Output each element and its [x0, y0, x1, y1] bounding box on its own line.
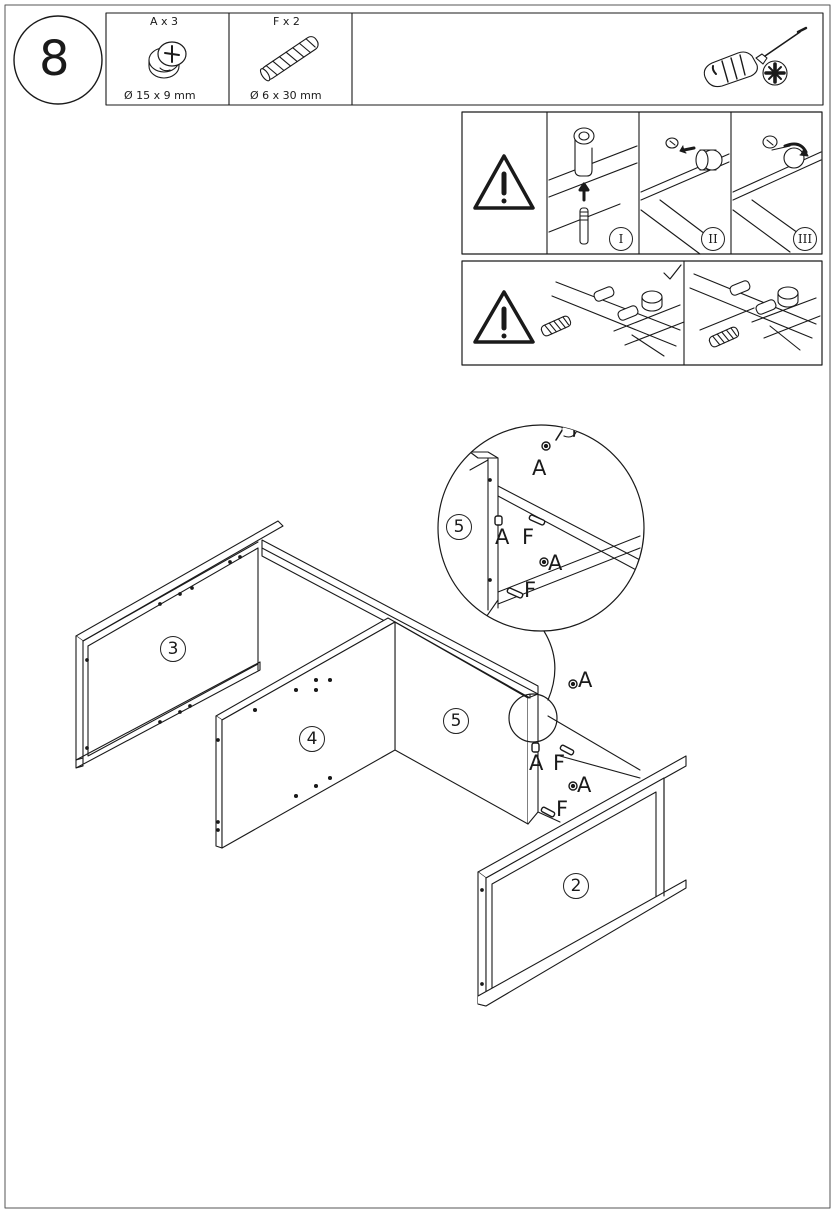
panel-number-4: 4 [299, 726, 325, 752]
panel-number-5-detail: 5 [446, 514, 472, 540]
fitting-a-main-top [568, 679, 578, 689]
check-icon [663, 264, 682, 280]
cam-step-2-drawing [640, 137, 730, 255]
part-f-quantity: F x 2 [273, 15, 300, 28]
dowel-icon [259, 36, 319, 82]
label-f-detail-mid: F [522, 525, 535, 549]
bottom-edge-lines [537, 715, 641, 823]
fitting-a-main-mid [531, 742, 540, 753]
dowel-correct-drawing [540, 281, 685, 357]
dowel-warning-panel [461, 260, 823, 366]
part-a-quantity: A x 3 [150, 15, 179, 28]
panel-3-drawing [75, 520, 284, 769]
fitting-a-main-low [568, 781, 578, 791]
dowel-incorrect-drawing [689, 273, 821, 351]
label-f-main-low: F [556, 797, 569, 821]
label-a-main-low: A [577, 773, 592, 797]
label-f-detail-low: F [524, 578, 537, 602]
warning-triangle-icon [473, 290, 535, 344]
cam-step-label-3: III [793, 227, 817, 251]
panel-number-3: 3 [160, 636, 186, 662]
label-a-detail-low: A [548, 551, 563, 575]
dowel-f-main-mid [559, 744, 575, 756]
panel-number-2: 2 [563, 873, 589, 899]
label-a-detail-top: A [532, 456, 547, 480]
label-a-detail-mid: A [495, 525, 510, 549]
part-a-size: Ø 15 x 9 mm [124, 89, 196, 102]
label-a-main-mid: A [529, 751, 544, 775]
warning-triangle-icon [473, 154, 535, 210]
panel-number-5: 5 [443, 708, 469, 734]
cam-step-label-2: II [701, 227, 725, 251]
screwdriver-icon [703, 26, 808, 88]
step-number: 8 [39, 31, 70, 87]
label-f-main-mid: F [553, 751, 566, 775]
cam-step-label-1: I [609, 227, 633, 251]
parts-bar [105, 12, 824, 106]
step-circle [13, 15, 103, 105]
detail-highlight-circle [508, 693, 558, 743]
cam-step-1-drawing [548, 127, 638, 245]
cam-lock-icon [148, 41, 187, 79]
part-f-size: Ø 6 x 30 mm [250, 89, 322, 102]
cam-steps-panel [461, 111, 823, 255]
page-border [4, 4, 831, 1209]
dowel-f-main-low [540, 806, 556, 818]
detail-leader-line [539, 624, 556, 701]
label-a-main-top: A [578, 668, 593, 692]
cam-step-3-drawing [732, 135, 822, 253]
